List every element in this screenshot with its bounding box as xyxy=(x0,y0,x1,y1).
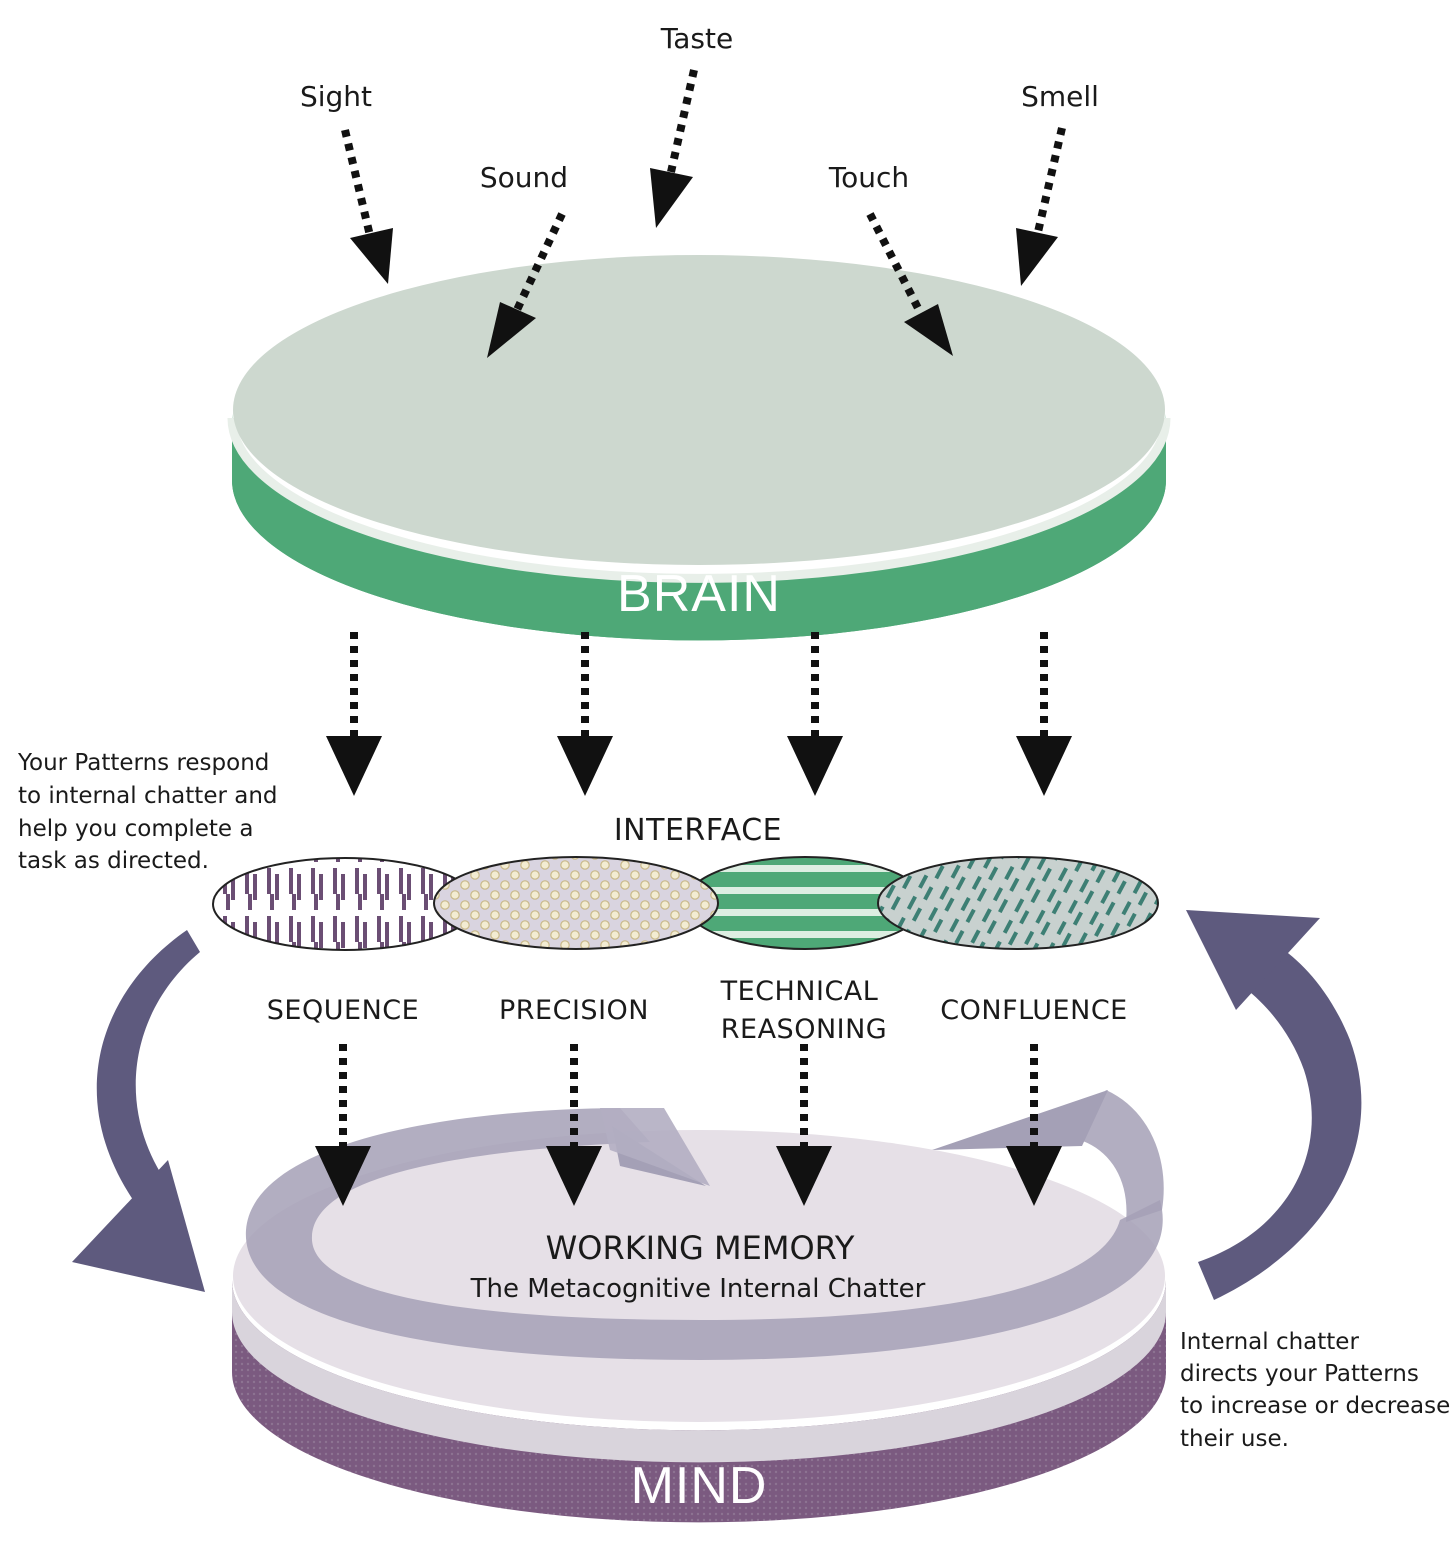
pattern-label-precision: PRECISION xyxy=(499,995,649,1026)
sound-label: Sound xyxy=(480,161,568,194)
mind-label: MIND xyxy=(631,1457,768,1515)
smell-arrow xyxy=(1016,127,1066,286)
left-note: Your Patterns respond to internal chatte… xyxy=(17,750,285,874)
brain-to-interface-arrows xyxy=(326,632,1072,796)
sight-label: Sight xyxy=(300,80,372,113)
patterns-to-mind-arrows xyxy=(315,1044,1062,1206)
working-memory-title: WORKING MEMORY xyxy=(546,1229,855,1267)
interface-label: INTERFACE xyxy=(614,813,782,848)
confluence-pattern xyxy=(877,856,1159,950)
chatter-swirl xyxy=(245,1090,1164,1360)
precision-pattern xyxy=(433,856,719,950)
touch-label: Touch xyxy=(828,161,909,194)
sound-arrow xyxy=(487,212,566,358)
touch-arrow xyxy=(866,212,953,356)
down-arrow-2 xyxy=(557,632,613,796)
mind-arrow-3 xyxy=(776,1044,832,1206)
down-arrow-4 xyxy=(1016,632,1072,796)
brain-label: BRAIN xyxy=(617,565,781,623)
left-cycle-arrow xyxy=(72,930,205,1292)
smell-label: Smell xyxy=(1021,80,1099,113)
brain-disk: BRAIN xyxy=(227,255,1171,641)
sight-arrow xyxy=(341,129,393,284)
taste-arrow xyxy=(650,69,698,228)
pattern-label-sequence: SEQUENCE xyxy=(267,995,419,1026)
right-cycle-arrow xyxy=(1186,910,1362,1300)
down-arrow-3 xyxy=(787,632,843,796)
mind-arrow-4 xyxy=(1006,1044,1062,1206)
mind-arrow-1 xyxy=(315,1044,371,1206)
mind-disk: MIND xyxy=(232,1130,1166,1523)
working-memory-subtitle: The Metacognitive Internal Chatter xyxy=(470,1274,926,1304)
mind-arrow-2 xyxy=(546,1044,602,1206)
right-note: Internal chatter directs your Patterns t… xyxy=(1180,1329,1456,1452)
taste-label: Taste xyxy=(660,22,733,55)
pattern-label-technical-reasoning: TECHNICAL REASONING xyxy=(720,976,888,1045)
sense-arrows xyxy=(341,69,1066,358)
down-arrow-1 xyxy=(326,632,382,796)
interface-patterns xyxy=(212,856,1159,951)
pattern-label-confluence: CONFLUENCE xyxy=(940,995,1127,1026)
